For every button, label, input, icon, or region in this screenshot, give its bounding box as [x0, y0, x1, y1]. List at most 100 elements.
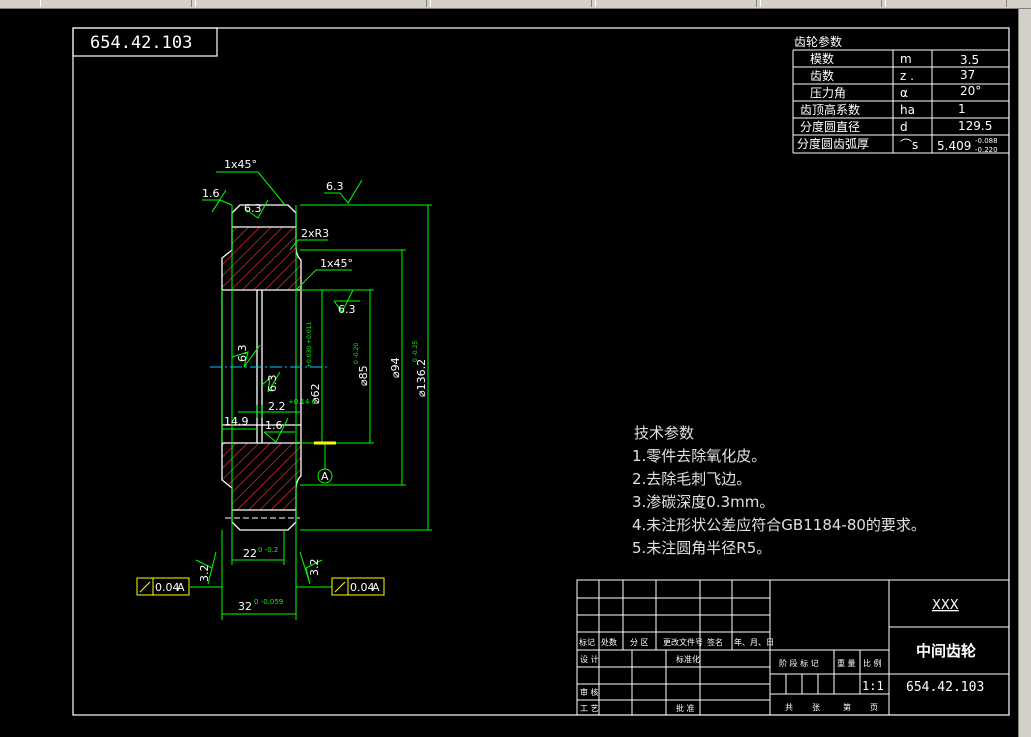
dim-dia-85-tol: 0 -0.20 — [353, 343, 360, 364]
gear-param-name: 模数 — [810, 51, 834, 66]
gear-param-tol-lower: -0.220 — [975, 146, 998, 154]
gear-param-value: 37 — [960, 68, 975, 82]
dim-width-22-tol: 0 -0.2 — [258, 546, 278, 554]
tb-part-name: 中间齿轮 — [916, 642, 976, 660]
gear-param-symbol: ha — [900, 103, 915, 117]
gear-param-symbol: ⌒s — [900, 138, 918, 152]
dim-groove: 2.2 — [268, 400, 286, 413]
dim-width-32-tol: 0 -0.059 — [254, 598, 283, 606]
gear-param-symbol: z . — [900, 69, 914, 83]
gear-param-name: 齿顶高系数 — [800, 102, 860, 117]
tb-label-stage: 阶 段 标 记 — [779, 658, 819, 668]
tb-label-doc: 更改文件号 — [663, 637, 703, 647]
gear-param-value: 5.409 — [937, 139, 971, 153]
dim-dia-62-tol: +0.030 +0.011 — [306, 322, 313, 368]
rough-32-left: 3.2 — [198, 565, 211, 583]
dim-width-22: 22 — [243, 547, 257, 560]
dim-fillet: 2xR3 — [301, 227, 329, 240]
gear-param-symbol: m — [900, 52, 912, 66]
dim-chamfer-top: 1x45° — [224, 158, 257, 171]
drawing-canvas[interactable]: 654.42.103 齿轮参数 模数 m 3.5 齿数 z . 37 压力角 α… — [0, 9, 1018, 737]
rough-16-bore: 1.6 — [265, 419, 283, 432]
title-block — [576, 579, 1010, 716]
toolbar-segment[interactable] — [195, 0, 427, 7]
gear-table-rows: 模数 m 3.5 齿数 z . 37 压力角 α 20° 齿顶高系数 ha 1 … — [797, 51, 998, 154]
toolbar-strip[interactable] — [0, 0, 1031, 9]
notes-title: 技术参数 — [634, 424, 694, 442]
toolbar-segment[interactable] — [885, 0, 1007, 7]
tb-label-approve: 批 准 — [676, 703, 695, 713]
note-item: 4.未注形状公差应符合GB1184-80的要求。 — [632, 516, 926, 534]
rough-63-inner: 6.3 — [244, 202, 262, 215]
runout-right-datum: A — [372, 581, 380, 594]
gear-param-name: 齿数 — [810, 68, 834, 83]
dimension-lines — [190, 171, 432, 620]
gear-table-title: 齿轮参数 — [794, 34, 842, 49]
dim-width-32: 32 — [238, 600, 252, 613]
drawing-border — [72, 27, 1010, 716]
dim-dia-136: ⌀136.2 — [415, 359, 428, 397]
tb-company: XXX — [932, 598, 959, 613]
tb-label-total: 共 — [785, 703, 793, 712]
tb-label-mark: 标记 — [579, 637, 595, 647]
dim-dia-85: ⌀85 — [357, 365, 370, 386]
title-block-labels: 标记 处数 分 区 更改文件号 签名 年、月、日 设 计 标准化 审 核 工 艺… — [579, 637, 882, 713]
gear-param-value: 1 — [958, 102, 966, 116]
gear-param-value: 3.5 — [960, 53, 979, 67]
gear-param-symbol: α — [900, 86, 908, 100]
tb-drawing-no: 654.42.103 — [906, 680, 984, 695]
rough-32-right: 3.2 — [308, 559, 321, 577]
dim-dia-136-tol: 0 -0.25 — [412, 341, 419, 362]
tb-label-weight: 重 量 — [837, 658, 856, 668]
toolbar-segment[interactable] — [760, 0, 882, 7]
tb-label-page: 第 — [843, 702, 851, 712]
gear-parameter-table — [792, 49, 1009, 154]
gear-param-name: 分度圆齿弧厚 — [797, 136, 869, 151]
tb-label-process: 工 艺 — [580, 704, 599, 713]
gear-param-tol-upper: -0.088 — [975, 137, 998, 145]
dim-width-149: 14.9 — [224, 415, 249, 428]
rough-63-top: 6.3 — [326, 180, 344, 193]
tb-label-ratio: 比 例 — [863, 658, 882, 668]
gear-param-value: 129.5 — [958, 119, 992, 133]
tb-label-sheets: 张 — [812, 703, 820, 712]
dim-dia-94: ⌀94 — [389, 357, 402, 378]
vertical-scrollbar[interactable] — [1018, 9, 1031, 737]
gear-param-value: 20° — [960, 84, 981, 98]
runout-left-datum: A — [177, 581, 185, 594]
tb-label-date: 年、月、日 — [734, 637, 774, 647]
tb-label-sign: 签名 — [707, 637, 723, 647]
rough-63-side: 6.3 — [236, 345, 249, 363]
toolbar-segment[interactable] — [595, 0, 757, 7]
dim-dia-62: ⌀62 — [309, 383, 322, 404]
tolerance-frames — [136, 577, 385, 596]
tb-label-design: 设 计 — [580, 654, 599, 664]
drawing-number-box: 654.42.103 — [72, 27, 218, 57]
gear-section — [210, 204, 330, 531]
hatch-bottom — [222, 443, 301, 510]
note-item: 1.零件去除氧化皮。 — [632, 447, 766, 465]
runout-left-value: 0.04 — [155, 581, 180, 594]
note-item: 5.未注圆角半径R5。 — [632, 539, 771, 557]
dim-chamfer-bore: 1x45° — [320, 257, 353, 270]
tb-scale: 1:1 — [862, 679, 884, 693]
datum-label: A — [321, 470, 329, 483]
hatch-top — [222, 227, 301, 290]
tb-label-std: 标准化 — [676, 654, 700, 664]
tb-label-zone: 分 区 — [630, 638, 649, 647]
rough-16-left: 1.6 — [202, 187, 220, 200]
toolbar-segment[interactable] — [430, 0, 592, 7]
dim-groove-tol: +0.14 0 — [288, 398, 316, 406]
note-item: 2.去除毛刺飞边。 — [632, 470, 751, 488]
toolbar-segment[interactable] — [40, 0, 192, 7]
tb-label-count: 处数 — [601, 637, 617, 647]
gear-param-name: 压力角 — [810, 86, 846, 100]
tb-label-review: 审 核 — [580, 687, 599, 697]
tb-label-page2: 页 — [870, 703, 878, 712]
technical-notes: 技术参数 1.零件去除氧化皮。 2.去除毛刺飞边。 3.渗碳深度0.3mm。 4… — [632, 424, 926, 557]
note-item: 3.渗碳深度0.3mm。 — [632, 493, 774, 511]
gear-param-symbol: d — [900, 120, 908, 134]
drawing-number: 654.42.103 — [90, 33, 192, 53]
rough-63-bore: 6.3 — [338, 303, 356, 316]
